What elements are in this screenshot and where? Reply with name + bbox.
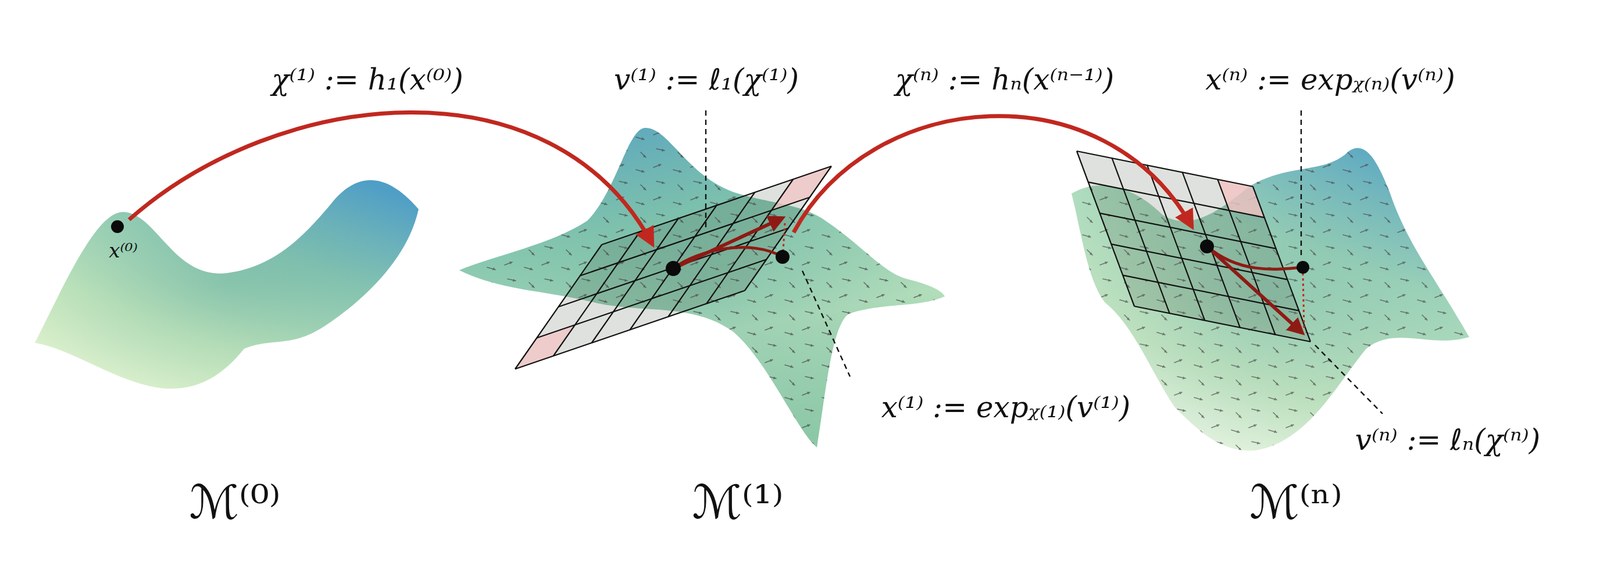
equation-label: x⁽ⁿ⁾ := expᵪ₍ₙ₎(v⁽ⁿ⁾) xyxy=(1205,63,1455,98)
manifold-surface xyxy=(459,127,945,448)
leader-line xyxy=(705,110,1383,414)
equation-label: v⁽¹⁾ := ℓ₁(χ⁽¹⁾) xyxy=(613,63,799,98)
manifold-surface xyxy=(34,180,419,389)
equation-label: χ⁽ⁿ⁾ := hₙ(x⁽ⁿ⁻¹⁾) xyxy=(895,63,1115,98)
equation-label: x⁽¹⁾ := expᵪ₍₁₎(v⁽¹⁾) xyxy=(881,391,1131,425)
manifold-label: ℳ⁽¹⁾ xyxy=(692,476,784,530)
map-arrow xyxy=(129,112,1192,245)
tangent-vector xyxy=(673,218,1305,334)
point-dot xyxy=(111,220,1310,277)
manifold-label: ℳ⁽ⁿ⁾ xyxy=(1249,476,1342,530)
point-label: x⁽⁰⁾ xyxy=(108,239,138,263)
manifold-label: ℳ⁽⁰⁾ xyxy=(189,476,281,530)
equation-label: χ⁽¹⁾ := h₁(x⁽⁰⁾) xyxy=(271,63,464,98)
tangent-plane xyxy=(1076,151,1311,342)
manifold-surface xyxy=(1071,148,1470,452)
equation-label: v⁽ⁿ⁾ := ℓₙ(χ⁽ⁿ⁾) xyxy=(1355,423,1541,458)
tangent-plane xyxy=(515,166,832,370)
